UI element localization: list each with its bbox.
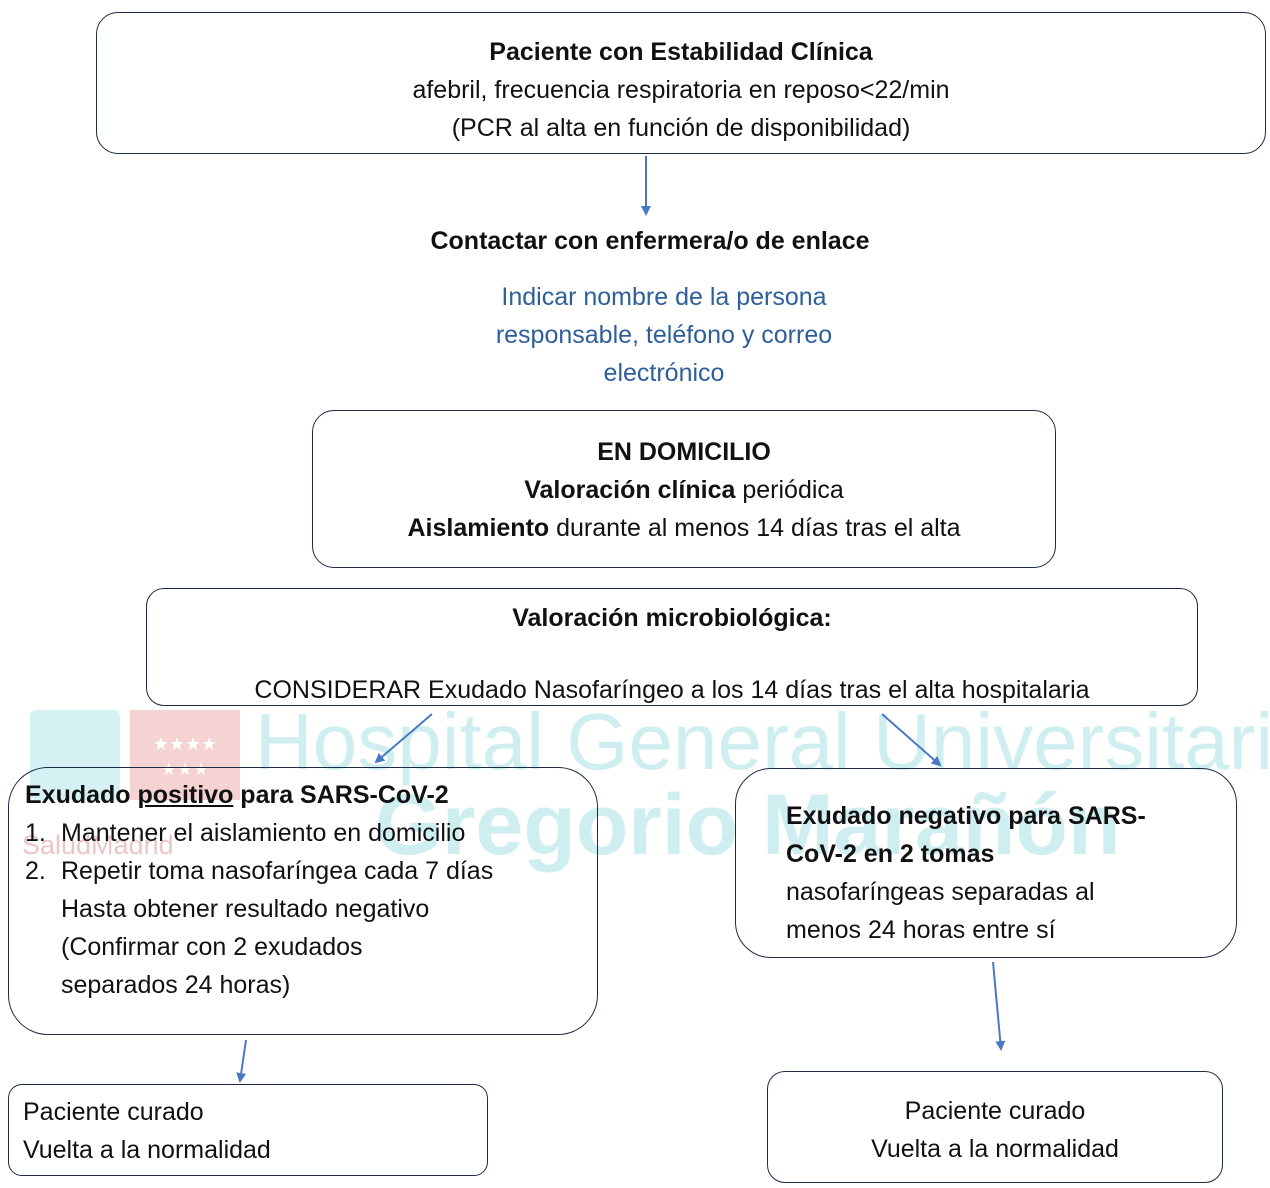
box-exudado-negativo: Exudado negativo para SARS- CoV-2 en 2 t… (735, 768, 1237, 958)
estabilidad-title: Paciente con Estabilidad Clínica (489, 38, 873, 66)
curado-right-line2: Vuelta a la normalidad (871, 1135, 1119, 1163)
box-en-domicilio: EN DOMICILIO Valoración clínica periódic… (312, 410, 1056, 568)
contactar-title: Contactar con enfermera/o de enlace (430, 227, 870, 255)
negativo-line2: menos 24 horas entre sí (786, 916, 1056, 944)
arrow-negativo-to-curado (992, 961, 1006, 1051)
positivo-line3: Hasta obtener resultado negativo (61, 895, 430, 923)
domicilio-title: EN DOMICILIO (597, 438, 771, 466)
positivo-line4: (Confirmar con 2 exudados (61, 933, 363, 961)
curado-right-line1: Paciente curado (904, 1097, 1086, 1125)
arrow-micro-to-negativo (881, 713, 942, 767)
domicilio-line1: Valoración clínica periódica (524, 476, 844, 504)
contactar-note-line1: Indicar nombre de la persona (501, 283, 827, 311)
contactar-note: Indicar nombre de la persona responsable… (414, 278, 914, 392)
box-exudado-positivo: Exudado positivo para SARS-CoV-2 1.Mante… (8, 767, 598, 1035)
positivo-title: Exudado positivo para SARS-CoV-2 (25, 781, 449, 809)
contactar-note-line2: responsable, teléfono y correo (495, 321, 833, 349)
negativo-line1: nasofaríngeas separadas al (786, 878, 1095, 906)
box-estabilidad-clinica: Paciente con Estabilidad Clínica afebril… (96, 12, 1266, 154)
curado-left-line1: Paciente curado (23, 1098, 204, 1126)
curado-left-line2: Vuelta a la normalidad (23, 1136, 271, 1164)
negativo-title1: Exudado negativo para SARS- (786, 802, 1146, 830)
box-valoracion-microbiologica: Valoración microbiológica: CONSIDERAR Ex… (146, 588, 1198, 706)
estabilidad-line2: (PCR al alta en función de disponibilida… (451, 114, 911, 142)
estabilidad-line1: afebril, frecuencia respiratoria en repo… (412, 76, 950, 104)
contactar-note-line3: electrónico (603, 359, 725, 387)
positivo-step-1: 1.Mantener el aislamiento en domicilio (25, 819, 466, 847)
domicilio-line2: Aislamiento durante al menos 14 días tra… (407, 514, 961, 542)
positivo-line5: separados 24 horas) (61, 971, 291, 999)
negativo-title2: CoV-2 en 2 tomas (786, 840, 995, 868)
positivo-step-2: 2.Repetir toma nasofaríngea cada 7 días (25, 857, 494, 885)
box-paciente-curado-left: Paciente curado Vuelta a la normalidad (8, 1084, 488, 1176)
arrow-positivo-to-curado (236, 1039, 247, 1083)
positivo-steps: 1.Mantener el aislamiento en domicilio 2… (25, 814, 597, 890)
box-paciente-curado-right: Paciente curado Vuelta a la normalidad (767, 1071, 1223, 1183)
micro-title: Valoración microbiológica: (512, 604, 832, 632)
micro-line1: CONSIDERAR Exudado Nasofaríngeo a los 14… (254, 676, 1090, 704)
arrow-micro-to-positivo (374, 713, 433, 764)
